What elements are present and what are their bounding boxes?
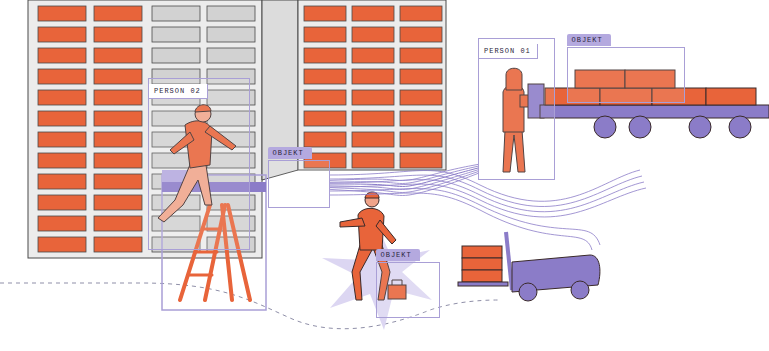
object-label: OBJEKT <box>268 147 312 159</box>
shelf-building-part <box>38 216 86 231</box>
truck-part <box>594 116 616 138</box>
shelf-building-part <box>400 48 442 63</box>
shelf-building-part <box>304 6 346 21</box>
forklift-part <box>458 282 508 286</box>
shelf-building-part <box>352 48 394 63</box>
shelf-building-part <box>94 174 142 189</box>
line-bundle-part <box>330 193 592 250</box>
shelf-building-part <box>38 6 86 21</box>
shelf-building-part <box>94 111 142 126</box>
forklift <box>458 232 600 301</box>
shelf-building-part <box>352 153 394 168</box>
shelf-building-part <box>400 6 442 21</box>
shelf-building-part <box>94 216 142 231</box>
shelf-building-part <box>352 69 394 84</box>
shelf-building-part <box>400 153 442 168</box>
shelf-building-part <box>94 90 142 105</box>
shelf-building <box>262 0 446 180</box>
shelf-building-part <box>400 132 442 147</box>
shelf-building-part <box>38 111 86 126</box>
forklift-part <box>462 258 502 270</box>
shelf-building-part <box>38 174 86 189</box>
shelf-building-part <box>400 90 442 105</box>
truck-part <box>629 116 651 138</box>
shelf-building-part <box>400 111 442 126</box>
worker-figure-part <box>352 245 372 300</box>
shelf-building-part <box>38 237 86 252</box>
flow-connector <box>330 168 478 186</box>
shelf-building-part <box>38 153 86 168</box>
shelf-building-part <box>38 195 86 210</box>
shelf-building-part <box>94 6 142 21</box>
shelf-building-part <box>352 132 394 147</box>
shelf-building-part <box>304 90 346 105</box>
worker-figure-part <box>340 218 365 227</box>
object-frame: OBJEKT <box>567 47 685 103</box>
truck-part <box>689 116 711 138</box>
line-bundle <box>330 164 478 180</box>
shelf-building-part <box>94 132 142 147</box>
shelf-building-part <box>207 27 255 42</box>
shelf-building-part <box>400 27 442 42</box>
ladder-part <box>195 251 217 254</box>
shelf-building-part <box>38 132 86 147</box>
forklift-part <box>519 283 537 301</box>
shelf-building-part <box>304 48 346 63</box>
worker-figure-part <box>376 220 396 244</box>
person-frame: PERSON 01 <box>478 38 555 180</box>
shelf-building-part <box>207 48 255 63</box>
truck-part <box>729 116 751 138</box>
shelf-building-part <box>304 69 346 84</box>
shelf-building-part <box>352 90 394 105</box>
shelf-building-part <box>94 27 142 42</box>
shelf-building-part <box>94 69 142 84</box>
truck-part <box>540 105 769 118</box>
shelf-building-part <box>94 48 142 63</box>
shelf-building-part <box>94 237 142 252</box>
ladder-part <box>188 274 212 277</box>
shelf-building-part <box>207 6 255 21</box>
shelf-building-part <box>352 111 394 126</box>
shelf-building-part <box>304 132 346 147</box>
person-label: PERSON 02 <box>149 84 208 99</box>
shelf-building-part <box>304 111 346 126</box>
line-bundle-part <box>330 184 646 217</box>
worker-figure-part <box>365 193 379 207</box>
shelf-building-part <box>352 27 394 42</box>
shelf-building <box>28 0 262 258</box>
shelf-building-part <box>38 48 86 63</box>
shelf-building-part <box>94 153 142 168</box>
object-frame: OBJEKT <box>376 262 440 318</box>
object-label: OBJEKT <box>567 34 611 46</box>
shelf-building-part <box>38 90 86 105</box>
forklift-part <box>571 281 589 299</box>
person-label: PERSON 01 <box>479 44 538 59</box>
shelf-building-part <box>94 195 142 210</box>
forklift-part <box>462 270 502 282</box>
shelf-building-part <box>152 6 200 21</box>
shelf-building-part <box>304 27 346 42</box>
object-label: OBJEKT <box>376 249 420 261</box>
shelf-building-part <box>28 0 262 258</box>
line-bundle-part <box>330 189 600 245</box>
shelf-building-part <box>352 6 394 21</box>
shelf-building-part <box>298 0 446 170</box>
line-bundle <box>330 166 478 183</box>
shelf-building-part <box>400 69 442 84</box>
truck-part <box>706 88 756 105</box>
shelf-building-part <box>38 69 86 84</box>
forklift-part <box>506 232 512 290</box>
person-frame: PERSON 02 <box>148 78 250 250</box>
shelf-building-part <box>38 27 86 42</box>
object-frame: OBJEKT <box>268 160 330 208</box>
forklift-part <box>462 246 502 258</box>
shelf-building-part <box>152 48 200 63</box>
shelf-building-part <box>152 27 200 42</box>
